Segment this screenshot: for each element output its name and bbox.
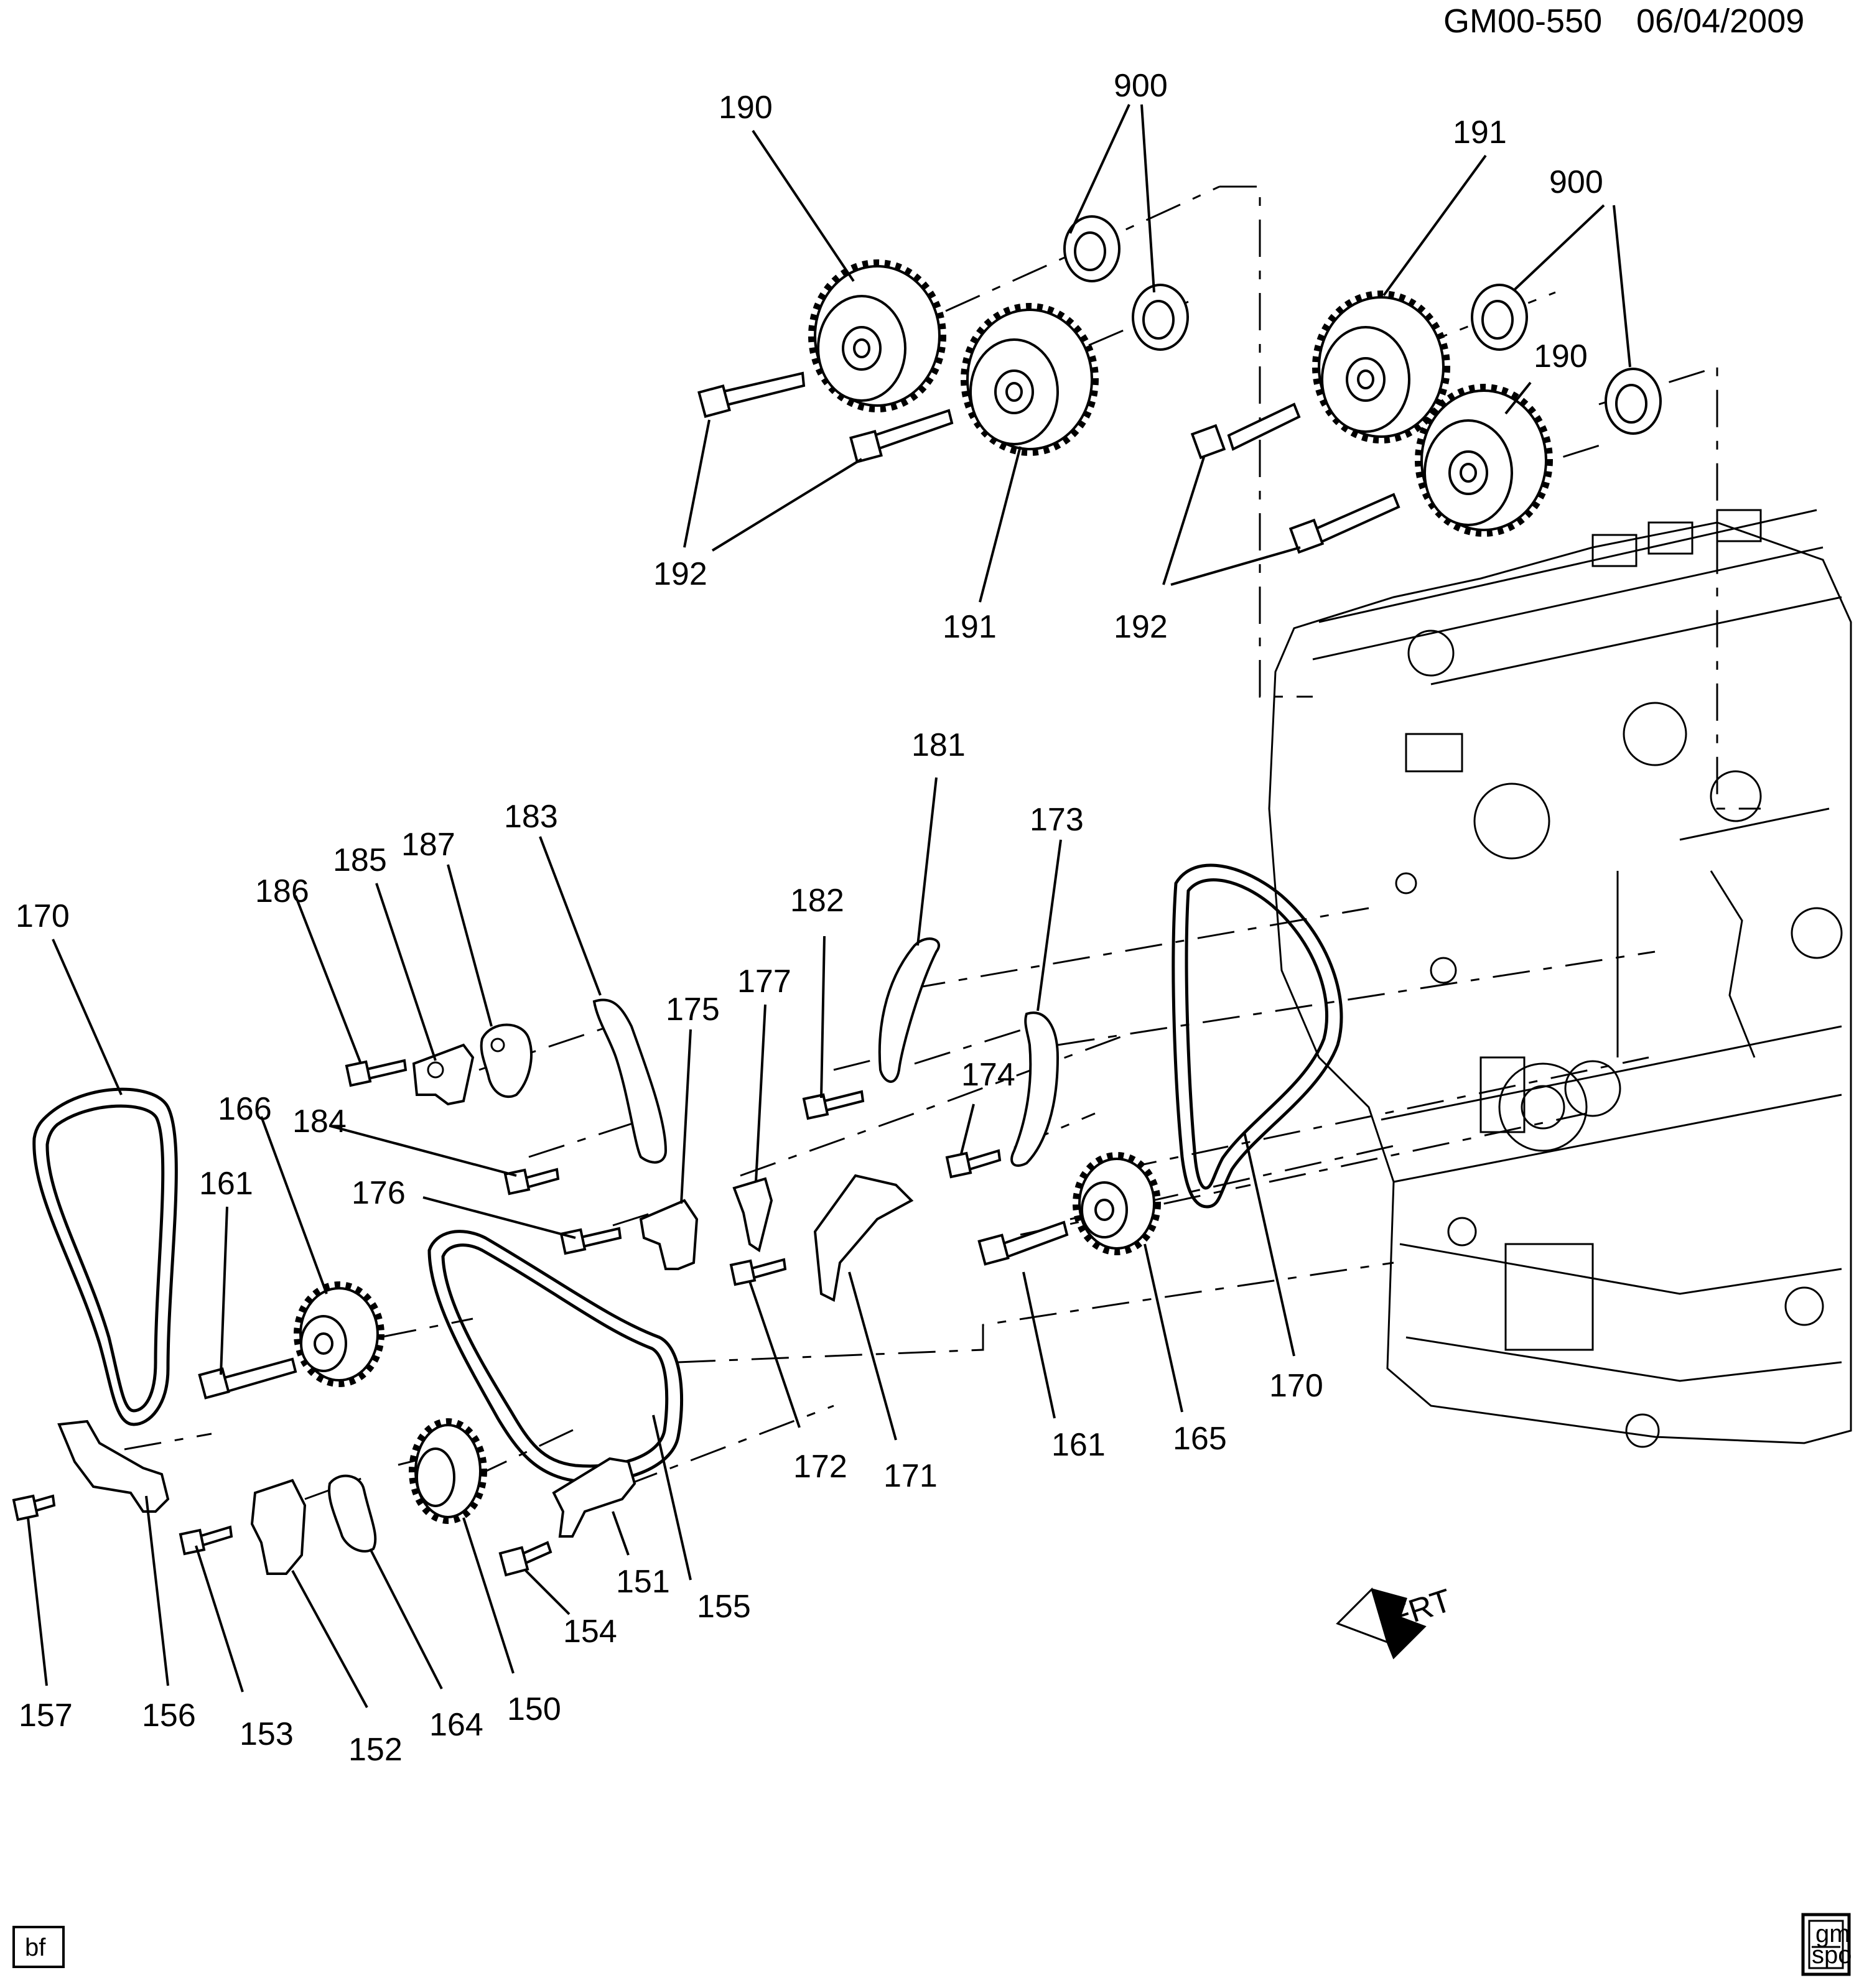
timing-chain-170-left-inner [45,1104,165,1413]
top-leader-lines [683,104,1631,603]
camshaft-actuator-190 [808,259,946,412]
callout-166: 166 [218,1091,272,1127]
callout-157: 157 [19,1698,73,1734]
bolt-184 [503,1168,560,1196]
callout-900-top-right: 900 [1549,164,1603,200]
gm-spo-logo: gm spo [1801,1913,1852,1976]
chain-guide-156 [57,1419,170,1513]
seal-900-a [1063,215,1121,282]
callout-182: 182 [790,883,844,919]
corner-badge-bf: bf [12,1926,65,1968]
callout-152: 152 [348,1732,403,1768]
timing-chain-170-right [1172,863,1343,1209]
callout-156: 156 [142,1698,196,1734]
bolt-192-a [697,371,806,418]
camshaft-actuator-191 [961,303,1099,456]
chain-tensioner-175 [639,1199,699,1270]
corner-badge-text: bf [25,1934,46,1961]
callout-177: 177 [737,964,791,1000]
callout-190-top-left: 190 [719,90,773,126]
bolt-192-b [849,409,954,463]
chain-tensioner-152 [250,1479,307,1575]
callout-190-top-right: 190 [1534,338,1588,374]
bolt-154 [498,1541,552,1577]
bolt-192-c [1190,402,1301,460]
chain-guide-181 [878,937,941,1083]
callout-191-top-left: 191 [943,609,997,645]
tensioner-gasket-164 [328,1474,377,1553]
callout-184: 184 [292,1103,347,1140]
front-arrow-label: FRT [1386,1582,1456,1636]
callout-186: 186 [255,873,309,909]
callout-154: 154 [563,1614,617,1650]
bolt-172 [729,1258,787,1286]
bolt-161-left [198,1357,297,1400]
timing-chain-155-inner [441,1243,669,1468]
callout-170-left: 170 [16,898,70,934]
idler-sprocket-166 [294,1281,384,1387]
callout-161-left: 161 [199,1166,253,1202]
doc-date-label: 06/04/2009 [1636,2,1804,40]
callout-172: 172 [793,1449,847,1485]
timing-chain-155 [427,1230,684,1484]
timing-chain-170-right-inner [1185,878,1329,1190]
chain-guide-151 [552,1457,636,1538]
callout-185: 185 [333,842,387,878]
bolt-161-right [977,1220,1069,1266]
camshaft-actuator-190-right [1415,384,1553,537]
callout-183: 183 [504,799,558,835]
callout-151: 151 [616,1564,670,1600]
callout-174: 174 [961,1057,1015,1093]
bolt-157 [12,1494,56,1521]
idler-sprocket-165 [1073,1152,1161,1255]
callout-192-top-right: 192 [1114,609,1168,645]
callout-175: 175 [666,992,720,1028]
logo-spo-text: spo [1812,1941,1852,1969]
callout-150: 150 [507,1691,561,1727]
seal-900-c [1471,284,1528,351]
doc-id-label: GM00-550 [1443,2,1602,40]
camshaft-actuator-191-right [1312,290,1450,444]
callout-192-top-left: 192 [653,556,707,592]
mid-leader-lines [27,777,1295,1708]
crankshaft-sprocket-150 [409,1418,487,1524]
chain-shoe-171 [813,1174,914,1302]
callout-153: 153 [240,1716,294,1752]
logo-gm-text: gm [1815,1920,1850,1948]
chain-guide-183 [592,998,668,1164]
seal-900-d [1605,368,1662,435]
callout-181: 181 [911,727,966,763]
timing-chain-170-left [32,1087,178,1426]
callout-170-right: 170 [1269,1368,1323,1404]
bolt-176 [559,1227,622,1255]
bolt-153 [179,1525,233,1556]
seal-900-b [1132,284,1189,351]
bolt-186 [345,1059,408,1087]
engine-block [1268,509,1852,1448]
callout-176: 176 [352,1175,406,1211]
callout-900-top-left: 900 [1114,68,1168,104]
tensioner-bracket-177 [732,1177,773,1253]
callout-155: 155 [697,1589,751,1625]
callout-187: 187 [401,827,455,863]
front-arrow-icon: FRT [1336,1582,1456,1660]
callout-165: 165 [1173,1421,1227,1457]
callout-labels: 190 900 191 900 190 192 191 192 181 173 … [16,68,1603,1768]
callout-161-right: 161 [1051,1427,1106,1463]
callout-171: 171 [883,1458,938,1494]
chain-guide-173 [1010,1011,1060,1167]
tensioner-gasket-187 [480,1023,533,1099]
bolt-182 [802,1090,865,1120]
bolt-174 [945,1149,1002,1179]
callout-191-top-right: 191 [1453,114,1507,151]
bolt-192-d [1288,493,1400,554]
chain-tensioner-185 [412,1043,475,1106]
callout-173: 173 [1030,802,1084,838]
callout-164: 164 [429,1707,483,1743]
